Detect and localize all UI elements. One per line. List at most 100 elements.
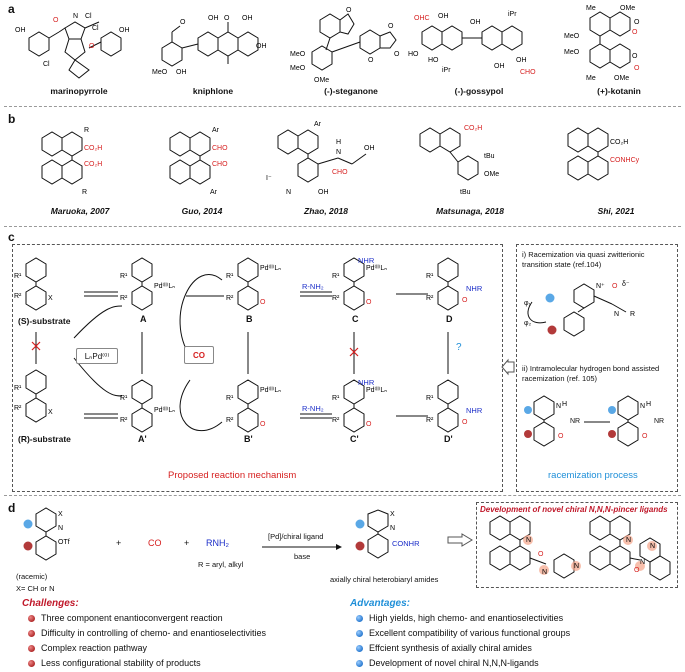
svg-text:X: X <box>390 511 395 518</box>
amine-reagent-top: R-NH₂ <box>302 282 324 291</box>
advantage-item: Effcient synthesis of axially chiral ami… <box>356 643 532 653</box>
svg-text:X: X <box>48 295 53 302</box>
svg-text:CONHCy: CONHCy <box>610 157 640 164</box>
co-reagent: CO <box>148 538 162 548</box>
svg-text:R: R <box>630 311 635 318</box>
svg-text:R¹: R¹ <box>14 385 22 392</box>
svg-text:O: O <box>53 17 59 24</box>
svg-text:Pd⁽ᴵᴵ⁾Lₙ: Pd⁽ᴵᴵ⁾Lₙ <box>366 264 387 272</box>
svg-text:OH: OH <box>15 27 26 34</box>
svg-text:O: O <box>538 551 544 558</box>
intermediate-label: A' <box>138 434 147 444</box>
reference-label: Matsunaga, 2018 <box>435 206 505 216</box>
reference-label: Guo, 2014 <box>181 206 223 216</box>
svg-text:iPr: iPr <box>442 67 451 74</box>
svg-text:N: N <box>640 403 645 410</box>
catalyst-label: [Pd]/chiral ligand <box>268 532 324 541</box>
svg-text:Me: Me <box>586 5 596 12</box>
challenge-item: Difficulty in controlling of chemo- and … <box>28 628 266 638</box>
svg-text:OH: OH <box>208 15 219 22</box>
svg-text:I⁻: I⁻ <box>266 175 272 182</box>
svg-text:O: O <box>180 19 186 26</box>
svg-text:OH: OH <box>494 63 505 70</box>
svg-text:R²: R² <box>120 417 128 424</box>
svg-text:Pd⁽ᴵᴵ⁾Lₙ: Pd⁽ᴵᴵ⁾Lₙ <box>260 264 281 272</box>
svg-text:OMe: OMe <box>614 75 629 82</box>
svg-text:Ar: Ar <box>314 121 322 128</box>
product-label: axially chiral heterobiaryl amides <box>330 575 439 584</box>
advantages-title: Advantages: <box>350 598 411 609</box>
svg-text:R: R <box>82 189 87 196</box>
svg-text:tBu: tBu <box>484 153 495 160</box>
svg-text:R²: R² <box>226 417 234 424</box>
bullet-icon <box>28 614 35 622</box>
svg-text:CO₂H: CO₂H <box>610 139 628 146</box>
intermediate-label: A <box>140 314 147 324</box>
svg-text:H: H <box>646 401 651 408</box>
svg-text:N: N <box>640 559 645 566</box>
svg-text:X: X <box>58 511 63 518</box>
intermediate-label: D' <box>444 434 453 444</box>
svg-text:R¹: R¹ <box>332 273 340 280</box>
svg-text:CO₂H: CO₂H <box>84 161 102 168</box>
advantage-item: Development of novel chiral N,N,N-ligand… <box>356 658 539 668</box>
svg-text:tBu: tBu <box>460 189 471 196</box>
racemic-label: (racemic) <box>16 572 48 581</box>
svg-text:O: O <box>366 421 372 428</box>
reaction-arrow <box>262 544 342 550</box>
svg-text:O: O <box>368 57 374 64</box>
svg-text:OH: OH <box>516 57 527 64</box>
ligand-box <box>476 502 678 588</box>
svg-text:O: O <box>642 433 648 440</box>
svg-text:Cl: Cl <box>85 13 92 20</box>
svg-text:MeO: MeO <box>290 65 306 72</box>
svg-text:CHO: CHO <box>212 145 228 152</box>
hollow-arrow-icon <box>501 358 515 376</box>
svg-text:OH: OH <box>438 13 449 20</box>
svg-text:R²: R² <box>426 417 434 424</box>
nhr-label: NHR <box>466 406 483 415</box>
svg-text:R¹: R¹ <box>226 395 234 402</box>
reference-label: Zhao, 2018 <box>304 206 348 216</box>
advantage-item: Excellent compatibility of various funct… <box>356 628 570 638</box>
challenge-item: Complex reaction pathway <box>28 643 147 653</box>
svg-text:O: O <box>634 19 640 26</box>
r-definition: R = aryl, alkyl <box>198 560 244 569</box>
svg-text:R¹: R¹ <box>14 273 22 280</box>
svg-text:OH: OH <box>364 145 375 152</box>
svg-text:MeO: MeO <box>152 69 168 76</box>
svg-text:R²: R² <box>226 295 234 302</box>
svg-text:O: O <box>260 299 266 306</box>
svg-text:HO: HO <box>428 57 439 64</box>
svg-text:N: N <box>574 563 579 570</box>
svg-text:CHO: CHO <box>332 169 348 176</box>
challenge-item: Less configurational stability of produc… <box>28 658 201 668</box>
svg-text:OH: OH <box>256 43 267 50</box>
svg-text:R¹: R¹ <box>120 395 128 402</box>
pd0-catalyst-box: LₙPd⁽⁰⁾ <box>76 348 118 364</box>
reference-label: Shi, 2021 <box>597 206 635 216</box>
nhr-label: NHR <box>358 378 375 387</box>
intermediate-label: C' <box>350 434 359 444</box>
compound-name: (-)-gossypol <box>454 86 504 96</box>
racemization-caption: racemization process <box>548 470 638 481</box>
svg-text:N: N <box>650 543 655 550</box>
svg-text:R²: R² <box>426 295 434 302</box>
svg-text:Ar: Ar <box>212 127 220 134</box>
product-structure: XN <box>355 509 395 559</box>
svg-text:OH: OH <box>176 69 187 76</box>
racemization-ii-text: ii) Intramolecular hydrogen bond assiste… <box>522 364 660 383</box>
svg-text:O: O <box>366 299 372 306</box>
bullet-icon <box>356 659 363 667</box>
svg-text:H: H <box>562 401 567 408</box>
svg-text:X: X <box>48 409 53 416</box>
svg-text:OHC: OHC <box>414 15 430 22</box>
svg-text:N: N <box>626 537 631 544</box>
compound-name: (-)-steganone <box>324 86 378 96</box>
svg-text:iPr: iPr <box>508 11 517 18</box>
bullet-icon <box>28 644 35 652</box>
svg-text:O: O <box>346 7 352 14</box>
